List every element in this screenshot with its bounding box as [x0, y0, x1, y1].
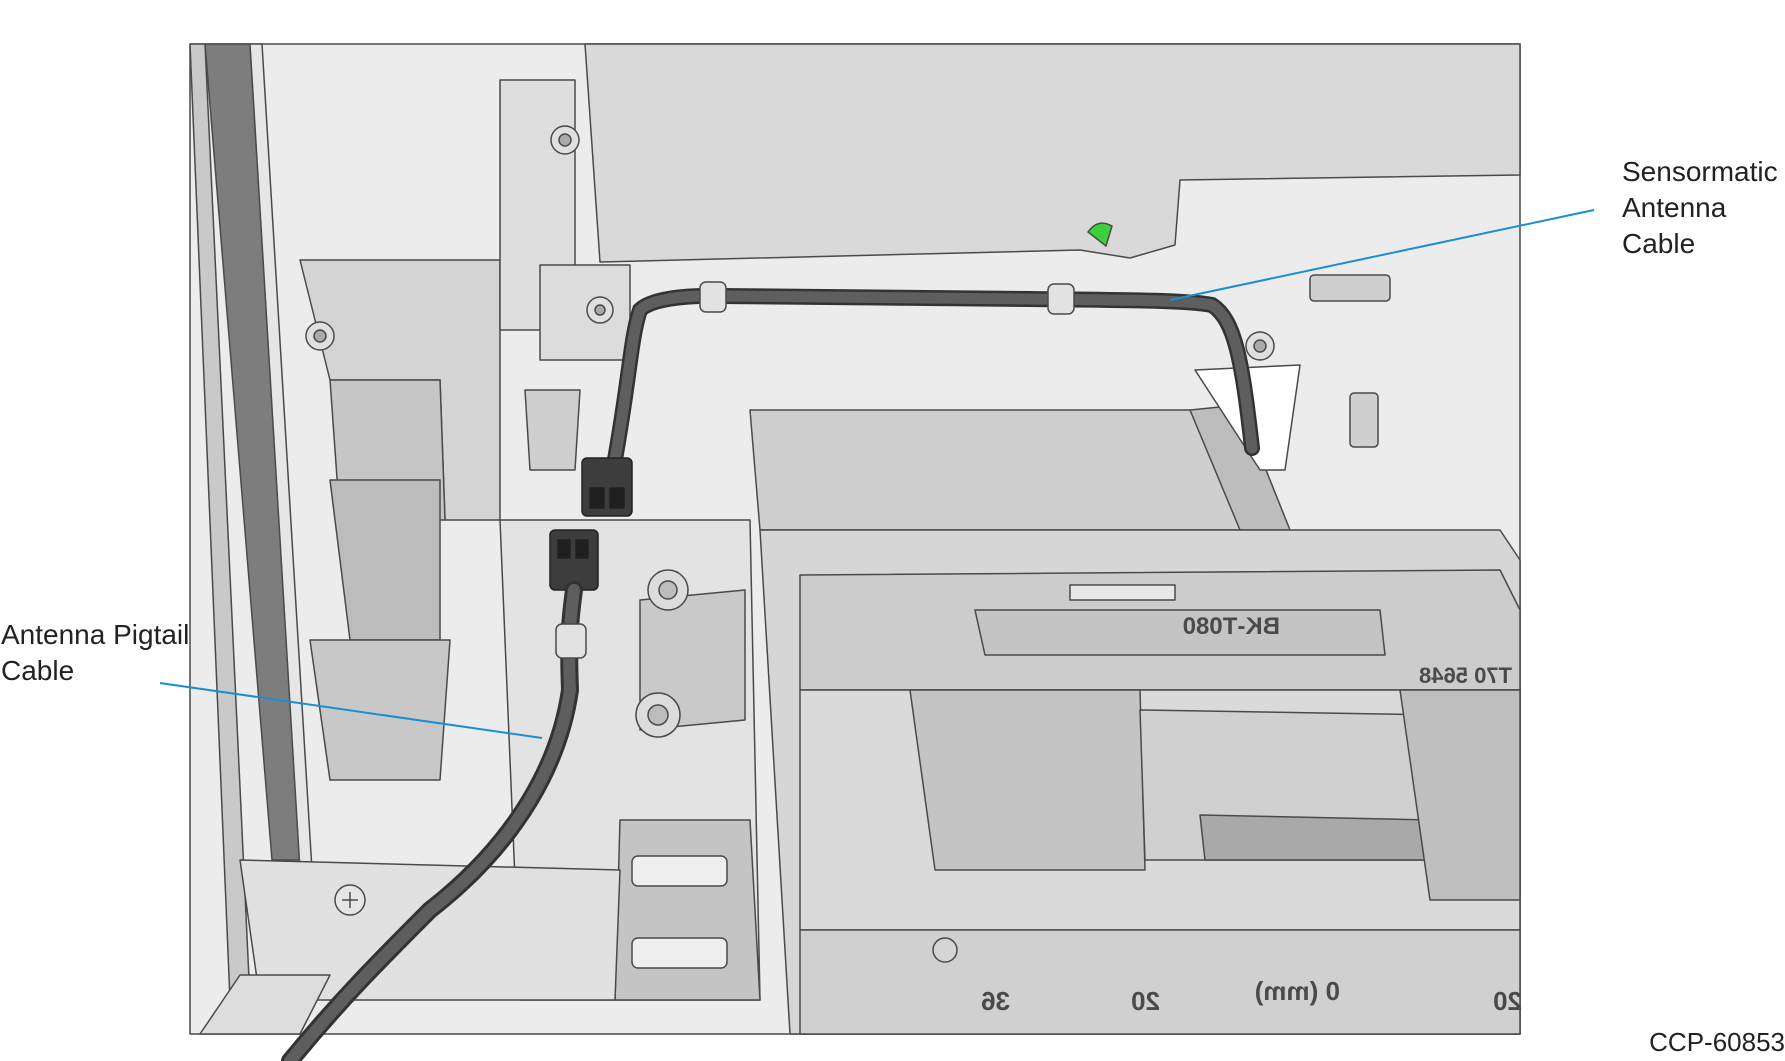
sensormatic-antenna-cable [604, 281, 1260, 484]
sensormatic-antenna-cable-label: Sensormatic Antenna Cable [1622, 154, 1778, 262]
antenna-pigtail-cable-label: Antenna Pigtail Cable [1, 617, 189, 689]
callout-line: Antenna [1622, 192, 1727, 223]
leader-lines [159, 209, 1595, 739]
ruler-mark-20b: 20 [1493, 986, 1522, 1016]
hardware [305, 125, 1391, 963]
callout-line: Cable [1, 655, 75, 686]
pigtail-leader-line [159, 682, 543, 739]
ruler-mark-20a: 20 [1131, 986, 1160, 1016]
callout-line: Antenna Pigtail [1, 619, 190, 650]
ruler-mark-0: 0 (mm) [1255, 976, 1340, 1006]
printer-markings: BK-T080 T70 5648 36 20 0 (mm) 20 [981, 613, 1522, 1016]
document-id: CCP-60853 [1649, 1027, 1785, 1057]
code-stamp: T70 5648 [1419, 663, 1512, 688]
enclosure [189, 43, 1521, 1035]
sensormatic-leader-line [1169, 209, 1595, 301]
model-stamp: BK-T080 [1183, 613, 1280, 640]
callout-line: Sensormatic [1622, 156, 1778, 187]
ruler-mark-36: 36 [981, 986, 1010, 1016]
callout-line: Cable [1622, 228, 1696, 259]
antenna-pigtail-cable [281, 581, 587, 1061]
